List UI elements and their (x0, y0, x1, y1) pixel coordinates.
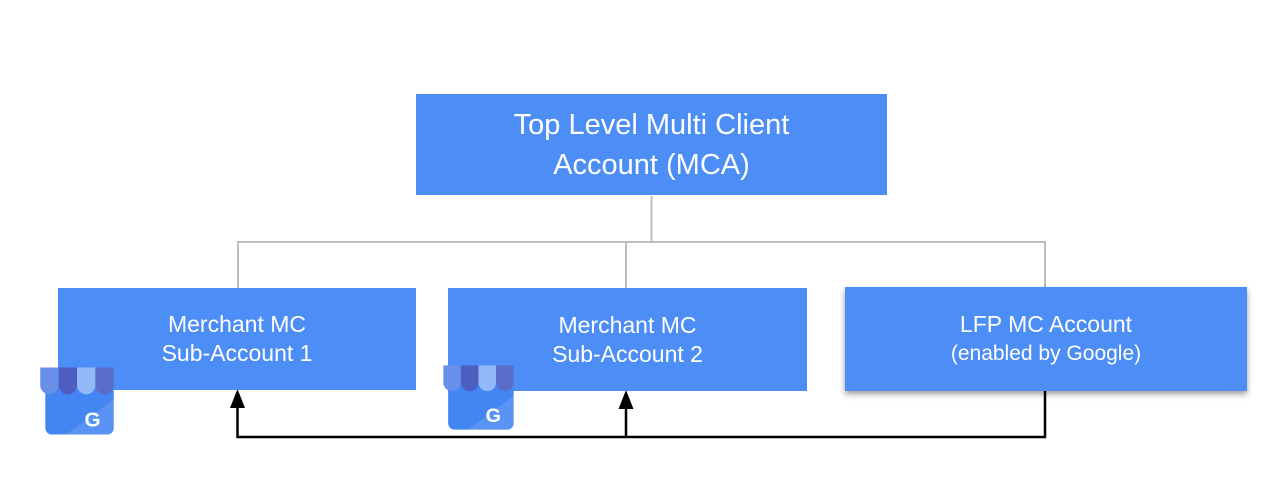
node-lfp-mc-account-label-line2: (enabled by Google) (950, 342, 1142, 365)
node-merchant-sub-account-1: Merchant MC Sub-Account 1 (58, 288, 416, 390)
lfp-feed-flow-line (236, 391, 1047, 439)
google-my-business-icon (443, 364, 514, 431)
node-top-level-mca-label-line2: Account (MCA) (553, 148, 750, 181)
node-top-level-mca-label-line1: Top Level Multi Client (513, 108, 790, 141)
arrowhead-to-subaccount-2-icon (618, 390, 634, 409)
node-merchant-sub-account-2-label-line2: Sub-Account 2 (552, 340, 703, 367)
node-merchant-sub-account-1-label-line1: Merchant MC (167, 311, 307, 337)
node-top-level-mca: Top Level Multi Client Account (MCA) (416, 94, 887, 195)
node-lfp-mc-account: LFP MC Account (enabled by Google) (845, 287, 1247, 391)
arrowhead-to-subaccount-1-icon (230, 389, 245, 408)
node-merchant-sub-account-2-label-line1: Merchant MC (558, 311, 697, 338)
node-merchant-sub-account-1-label-line2: Sub-Account 1 (161, 340, 313, 366)
node-lfp-mc-account-label-line1: LFP MC Account (959, 311, 1133, 337)
google-my-business-icon (40, 366, 114, 436)
tree-connector-lines (237, 196, 1046, 288)
